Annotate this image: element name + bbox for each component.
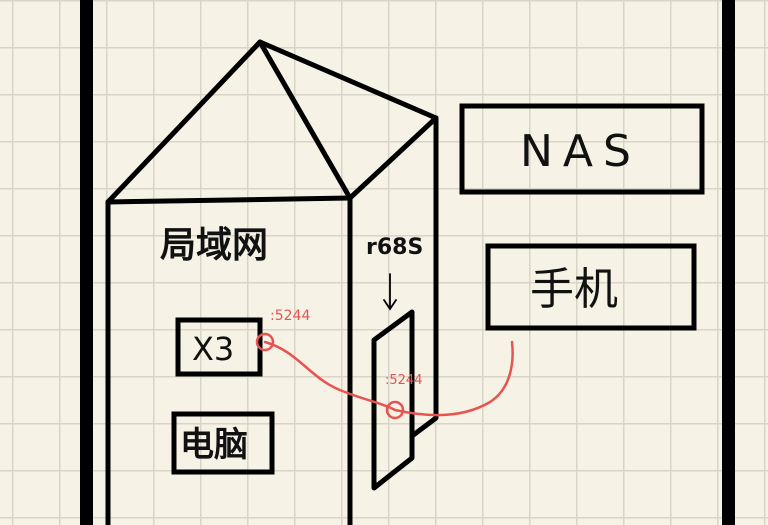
- phone-label: 手机: [530, 264, 618, 315]
- device-x3-label: X3: [192, 330, 234, 368]
- connection-line: [263, 340, 514, 417]
- house-label: 局域网: [160, 225, 268, 266]
- phone-box: [485, 243, 697, 331]
- router-label: r68S: [366, 235, 423, 260]
- port-x3-label: :5244: [270, 308, 310, 324]
- router-door: [371, 309, 415, 491]
- nas-label: NAS: [520, 126, 641, 177]
- port-x3-circle: [255, 332, 275, 352]
- device-pc-box: [171, 411, 275, 475]
- house-roof-edge: [347, 115, 439, 201]
- house-side-wall: [409, 115, 439, 439]
- port-router-circle: [385, 400, 405, 420]
- left-border-line: [80, 0, 93, 525]
- device-pc-label: 电脑: [180, 425, 248, 465]
- router-pointer-arrow: [383, 273, 397, 311]
- house-eave: [105, 195, 353, 205]
- house-side-roof: [257, 39, 439, 121]
- nas-box: [459, 103, 705, 195]
- port-router-label: :5244: [385, 373, 422, 388]
- right-border-line: [722, 0, 735, 525]
- house-outline: [105, 39, 439, 525]
